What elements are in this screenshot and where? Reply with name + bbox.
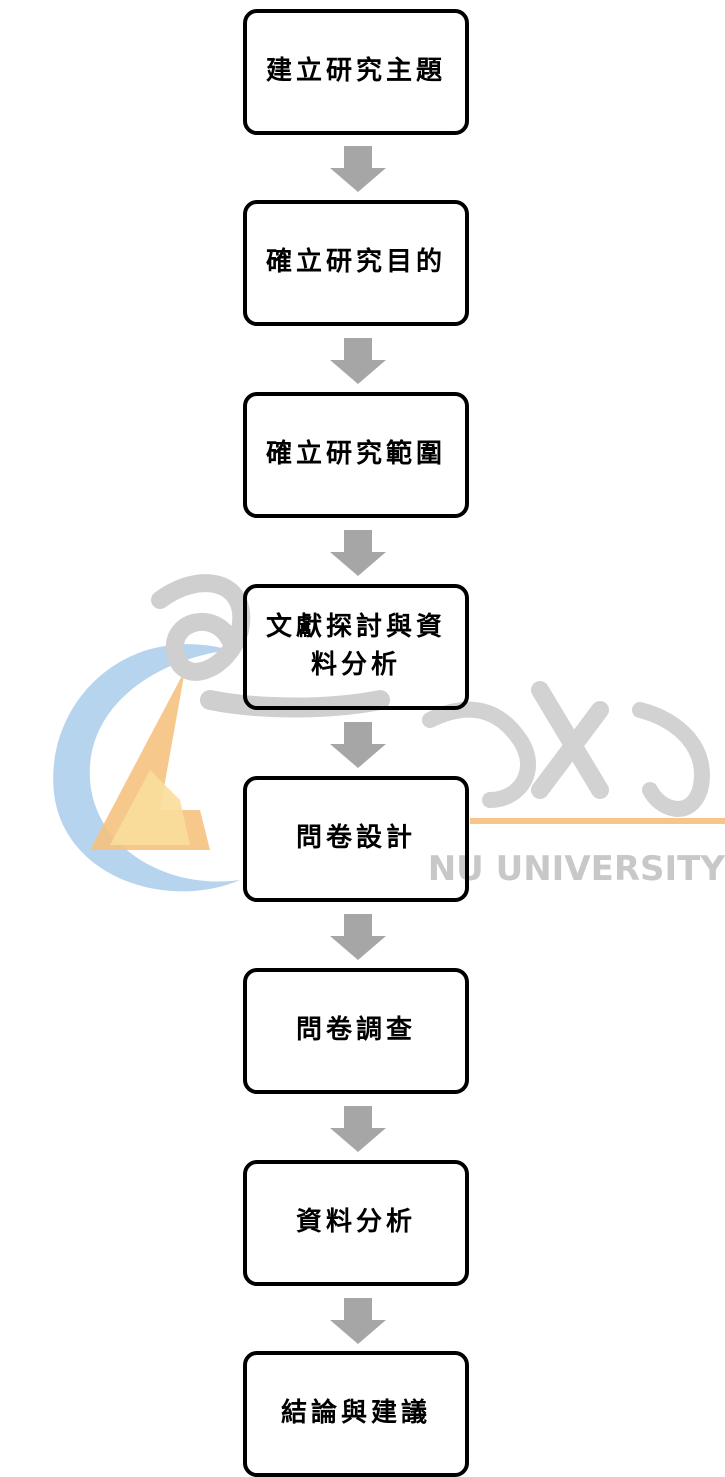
- watermark-blue-arc: [53, 644, 240, 892]
- down-arrow-icon: [328, 146, 388, 194]
- watermark-stroke-1: [151, 574, 251, 681]
- step-label-1: 建立研究主題: [265, 56, 446, 87]
- step-box-1: 建立研究主題: [243, 9, 469, 135]
- step-label-8: 結論與建議: [280, 1398, 431, 1429]
- step-box-5: 問卷設計: [243, 776, 469, 902]
- down-arrow-icon: [328, 722, 388, 770]
- watermark-underline: [470, 818, 725, 824]
- step-label-6: 問卷調查: [295, 1015, 416, 1046]
- watermark-orange-triangle: [90, 670, 210, 850]
- watermark-latin-text: NU UNIVERSITY: [428, 849, 725, 889]
- step-label-5: 問卷設計: [295, 823, 416, 854]
- step-label-3: 確立研究範圍: [265, 439, 446, 470]
- down-arrow-icon: [328, 338, 388, 386]
- step-box-3: 確立研究範圍: [243, 392, 469, 518]
- step-label-7: 資料分析: [295, 1207, 416, 1238]
- step-box-7: 資料分析: [243, 1160, 469, 1286]
- watermark-stroke-4: [531, 681, 609, 799]
- watermark-yellow-triangle: [110, 770, 190, 845]
- step-box-6: 問卷調查: [243, 968, 469, 1094]
- watermark-stroke-5: [632, 702, 710, 817]
- down-arrow-icon: [328, 1106, 388, 1154]
- step-box-4: 文獻探討與資 料分析: [243, 584, 469, 710]
- step-label-2: 確立研究目的: [265, 247, 446, 278]
- step-box-2: 確立研究目的: [243, 200, 469, 326]
- down-arrow-icon: [328, 530, 388, 578]
- watermark-logo: NU UNIVERSITY: [53, 574, 725, 892]
- watermark-stroke-3: [422, 701, 537, 808]
- university-watermark: NU UNIVERSITY: [0, 560, 725, 920]
- down-arrow-icon: [328, 1298, 388, 1346]
- down-arrow-icon: [328, 914, 388, 962]
- step-box-8: 結論與建議: [243, 1351, 469, 1477]
- step-label-4: 文獻探討與資 料分析: [265, 612, 446, 680]
